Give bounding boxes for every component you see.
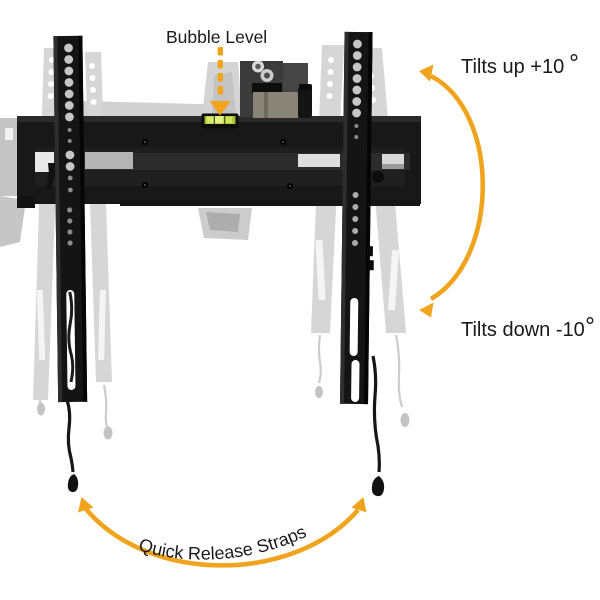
svg-text:Tilts up +10: Tilts up +10 <box>461 56 564 78</box>
svg-text:Bubble Level: Bubble Level <box>166 27 267 47</box>
svg-text:Tilts down -10: Tilts down -10 <box>461 319 585 341</box>
